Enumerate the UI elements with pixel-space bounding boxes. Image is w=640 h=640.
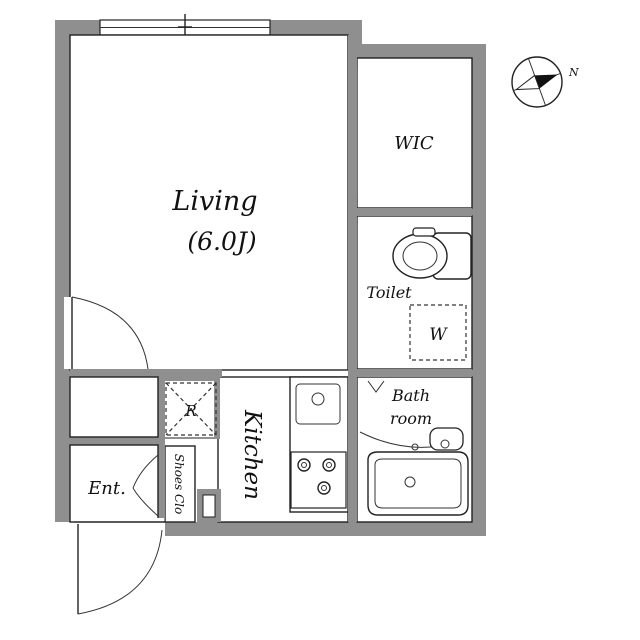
living-door: [64, 296, 149, 370]
living-label: Living: [171, 186, 257, 217]
compass-north-label: N: [568, 66, 579, 79]
entrance-label: Ent.: [87, 478, 126, 499]
bath-vent-icon: [367, 380, 385, 393]
sink-icon: [311, 392, 325, 406]
front-door: [74, 518, 165, 615]
partition-walls: [70, 35, 472, 522]
entrance: [69, 444, 159, 523]
bathtub-icon: [359, 427, 469, 516]
hallway: [69, 376, 159, 438]
stove-icon: [297, 458, 336, 495]
wic-label: WIC: [394, 133, 434, 154]
shoes-closet-label: Shoes Clo: [172, 454, 186, 515]
washer-label: W: [429, 325, 448, 345]
washer-space: [409, 304, 467, 361]
toilet-fixture-icon: [392, 227, 472, 280]
kitchen-counter: [289, 376, 349, 513]
bath-label-1: Bath: [391, 386, 430, 405]
living-size-label: (6.0J): [187, 227, 256, 256]
fridge-label: R: [184, 402, 196, 420]
kitchen-label: Kitchen: [239, 409, 265, 500]
wic-room: [356, 57, 473, 209]
compass-icon: N: [511, 56, 579, 108]
fridge-space: [158, 375, 220, 439]
toilet-label: Toilet: [366, 283, 412, 302]
bath-label-2: room: [390, 409, 432, 428]
shoes-closet-doors: [132, 454, 159, 517]
